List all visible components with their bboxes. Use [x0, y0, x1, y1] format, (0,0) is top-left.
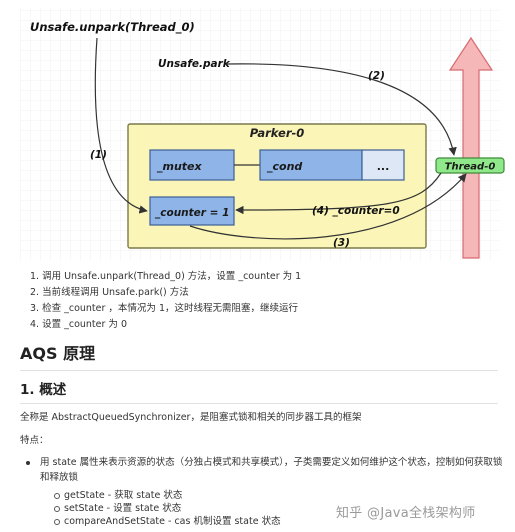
edge-4 [235, 172, 442, 215]
edge-3 [189, 173, 467, 240]
mutex-label: _mutex [156, 160, 203, 173]
sub-list-item-text: setState - 设置 state 状态 [64, 503, 182, 514]
steps-list: 1. 调用 Unsafe.unpark(Thread_0) 方法，设置 _cou… [20, 269, 301, 333]
feature-list: 用 state 属性来表示资源的状态（分独占模式和共享模式），子类需要定义如何维… [26, 455, 510, 528]
sub-list-item: compareAndSetState - cas 机制设置 state 状态 [54, 515, 510, 528]
parker-diagram: Parker-0 _mutex _cond ... _counter = 1 T… [20, 8, 505, 260]
dots-cell [361, 149, 405, 181]
bullet-circle [54, 506, 60, 512]
step-item: 1. 调用 Unsafe.unpark(Thread_0) 方法，设置 _cou… [30, 271, 302, 282]
thread-label: Thread-0 [445, 162, 496, 173]
counter-label: _counter = 1 [154, 207, 229, 219]
bullet-circle [54, 493, 60, 499]
edge-2-label: (2) [368, 70, 385, 82]
dots-label: ... [377, 160, 390, 173]
sub-list-item-text: getState - 获取 state 状态 [64, 490, 183, 501]
watermark: 知乎 @Java全栈架构师 [336, 502, 476, 521]
parker-label: Parker-0 [250, 126, 305, 140]
edge-1-label: (1) [90, 149, 107, 161]
subsection-heading: 1. 概述 [20, 378, 498, 404]
sub-list-item-text: compareAndSetState - cas 机制设置 state 状态 [64, 516, 281, 527]
sub-list: getState - 获取 state 状态 setState - 设置 sta… [40, 489, 510, 528]
counter-cell [149, 196, 235, 226]
upward-arrow [448, 36, 494, 259]
features-label: 特点： [20, 435, 49, 446]
list-item: 用 state 属性来表示资源的状态（分独占模式和共享模式），子类需要定义如何维… [26, 455, 510, 528]
bullet-dot [26, 461, 30, 465]
step-item: 3. 检查 _counter ，本情况为 1，这时线程无需阻塞，继续运行 [30, 303, 298, 314]
list-item-text: 用 state 属性来表示资源的状态（分独占模式和共享模式），子类需要定义如何维… [40, 457, 503, 483]
park-call-label: Unsafe.park [158, 58, 231, 70]
edge-1 [94, 37, 148, 214]
unpark-call-label: Unsafe.unpark(Thread_0) [30, 20, 195, 35]
step-item: 4. 设置 _counter 为 0 [30, 319, 127, 330]
parker-box [127, 123, 427, 249]
edge-2 [225, 63, 457, 156]
sub-list-item: getState - 获取 state 状态 [54, 489, 510, 502]
bullet-circle [54, 519, 60, 525]
edge-3-label: (3) [333, 237, 350, 249]
intro-paragraph: 全称是 AbstractQueuedSynchronizer，是阻塞式锁和相关的… [20, 412, 362, 423]
sub-list-item: setState - 设置 state 状态 [54, 502, 510, 515]
edge-4-label: (4) _counter=0 [312, 205, 400, 217]
thread-node [435, 157, 505, 174]
cond-cell [259, 149, 363, 181]
section-heading: AQS 原理 [20, 340, 498, 371]
cond-label: _cond [266, 160, 302, 173]
mutex-cell [149, 149, 235, 181]
step-item: 2. 当前线程调用 Unsafe.park() 方法 [30, 287, 189, 298]
